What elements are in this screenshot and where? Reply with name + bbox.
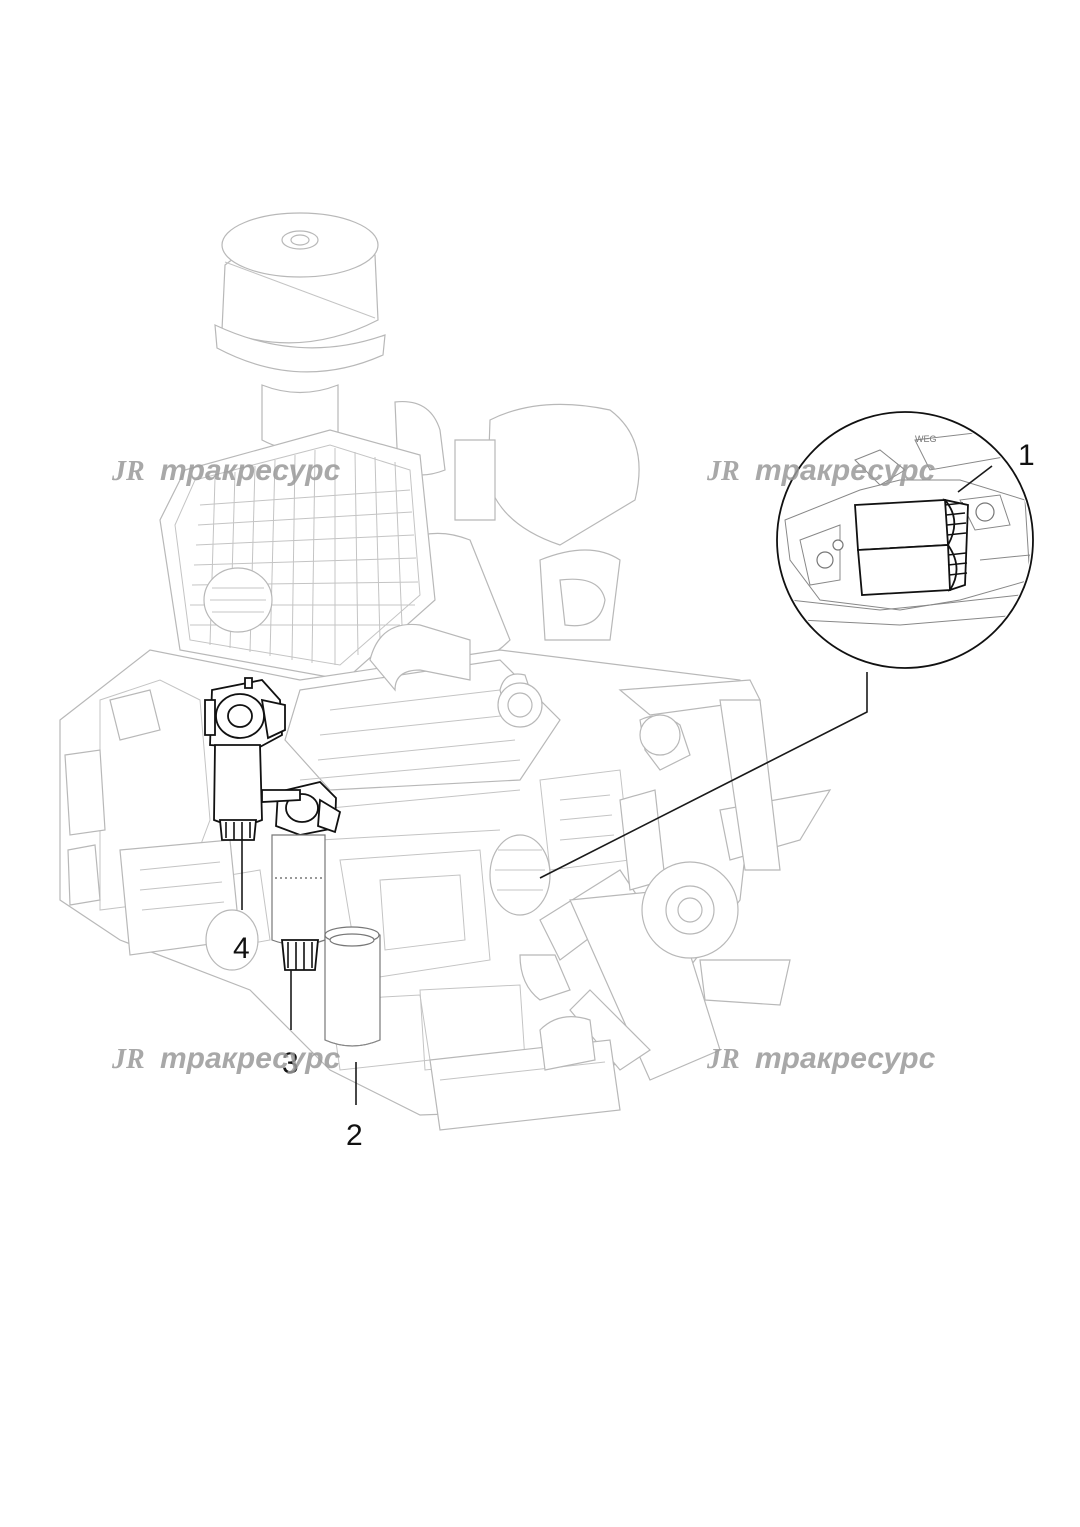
callout-leaders — [241, 465, 993, 1105]
engine-assembly-drawing — [59, 212, 832, 1131]
leader-1 — [957, 465, 993, 493]
fan-icon — [519, 699, 832, 1081]
watermark-top-right: JR тракресурс — [706, 454, 936, 487]
callout-number-2: 2 — [346, 1119, 363, 1152]
callout-number-3: 3 — [282, 1047, 299, 1080]
oil-filter-icon — [324, 926, 381, 1047]
watermark-text: тракресурс — [160, 1042, 341, 1075]
air-cleaner-icon — [214, 212, 386, 451]
detail-magnifier: WEG — [539, 411, 1034, 879]
watermark-logo-mark: JR — [111, 456, 145, 487]
detail-leader-line — [539, 672, 868, 879]
callout-number-1: 1 — [1018, 439, 1035, 472]
callout-number-4: 4 — [233, 932, 250, 965]
secondary-fuel-filter-icon — [261, 781, 342, 971]
watermark-text: тракресурс — [160, 454, 341, 487]
watermark-logo-mark: JR — [706, 456, 740, 487]
watermark-bottom-left: JR тракресурс — [111, 1042, 341, 1075]
filter-cartridge-icon — [854, 498, 969, 596]
watermark-logo-mark: JR — [706, 1044, 740, 1075]
filter-box-icon — [159, 429, 436, 681]
watermark-bottom-right: JR тракресурс — [706, 1042, 936, 1075]
watermark-text: тракресурс — [755, 454, 936, 487]
watermark-top-left: JR тракресурс — [111, 454, 341, 487]
primary-fuel-filter-icon — [204, 677, 286, 841]
watermark-text: тракресурс — [755, 1042, 936, 1075]
watermark-logo-mark: JR — [111, 1044, 145, 1075]
svg-text:WEG: WEG — [915, 434, 937, 444]
